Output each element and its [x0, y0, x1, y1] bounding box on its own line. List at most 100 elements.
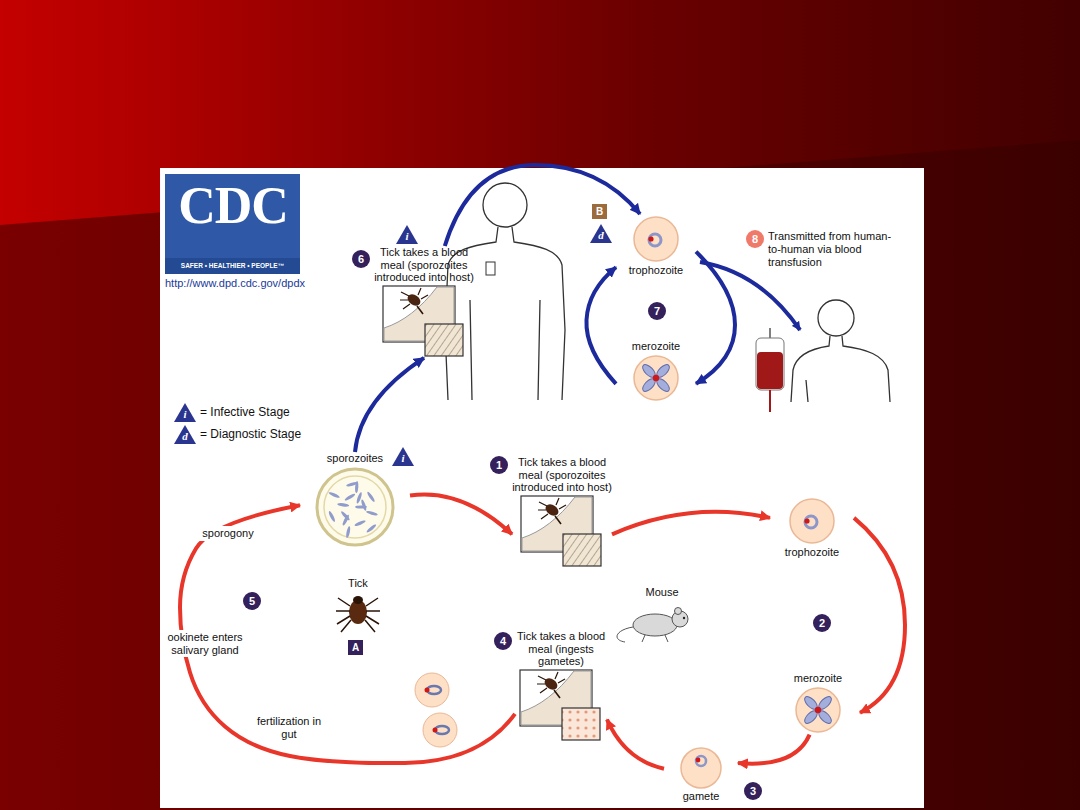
cycle-arrow	[607, 720, 664, 769]
host-letter: A	[348, 640, 363, 655]
cycle-arrow	[445, 165, 640, 246]
host-letter: B	[592, 204, 607, 219]
cycle-arrow	[854, 518, 905, 713]
drawing-part	[681, 748, 721, 788]
logo-tagline: SAFER • HEALTHIER • PEOPLE™	[165, 262, 300, 269]
drawing-part	[538, 498, 566, 519]
callout-number: 1	[490, 456, 508, 474]
drawing-part	[345, 526, 351, 538]
stage-marker: d	[590, 224, 612, 243]
cycle-arrow	[586, 267, 616, 384]
cycle-arrow	[612, 512, 770, 535]
callout-number: 3	[744, 782, 762, 800]
drawing-part	[425, 688, 430, 693]
drawing-part	[617, 608, 688, 643]
drawing-part	[554, 690, 560, 698]
life-stage-node: Tick takes a blood meal (ingests gametes…	[515, 630, 607, 742]
host-name: Mouse	[640, 586, 684, 599]
drawing-part	[805, 516, 817, 528]
stage-picture	[518, 668, 604, 742]
stage-picture	[787, 496, 837, 546]
drawing-part	[633, 614, 677, 636]
drawing-part	[400, 288, 428, 309]
stage-label: Tick takes a blood meal (ingests gametes…	[515, 630, 607, 668]
drawing-part	[415, 673, 449, 707]
drawing-part	[336, 596, 380, 632]
stage-label: sporozoites	[327, 452, 383, 465]
drawing-part	[617, 627, 633, 642]
drawing-part	[769, 390, 771, 412]
cycle-arrow	[696, 252, 735, 384]
drawing-part	[417, 306, 423, 314]
drawing-part	[555, 516, 561, 524]
drawing-part	[649, 234, 661, 246]
drawing-part	[696, 758, 701, 763]
drawing-part	[815, 706, 821, 712]
drawing-part	[757, 352, 783, 389]
drawing-part	[696, 756, 706, 766]
drawing-part	[317, 469, 393, 545]
stage-picture	[519, 494, 605, 568]
callout-number: 6	[352, 250, 370, 268]
stage-picture	[793, 685, 843, 735]
life-stage-node: sporozoites	[300, 452, 410, 549]
drawing-part	[634, 217, 678, 261]
callout-number: 8	[746, 230, 764, 248]
drawing-part	[756, 338, 784, 390]
legend-text: = Diagnostic Stage	[200, 427, 301, 441]
drawing-part	[537, 672, 565, 693]
drawing-part	[631, 353, 681, 403]
legend-marker: i	[174, 403, 196, 422]
drawing-part	[793, 685, 843, 735]
drawing-part	[344, 492, 356, 501]
stage-label: trophozoite	[785, 546, 839, 559]
drawing-part	[675, 608, 682, 615]
drawing-part	[423, 713, 457, 747]
host-name: Tick	[340, 577, 376, 590]
stage-label: Tick takes a blood meal (sporozoites int…	[372, 246, 476, 284]
drawing-part	[562, 708, 600, 740]
drawing-part	[518, 668, 604, 742]
drawing-part	[804, 518, 809, 523]
callout-number: 7	[648, 302, 666, 320]
drawing-part	[769, 328, 771, 338]
callout-number: 2	[813, 614, 831, 632]
drawing-part	[324, 476, 386, 538]
stage-label: merozoite	[632, 340, 680, 353]
cycle-arrow	[355, 358, 424, 452]
drawing-part	[683, 617, 685, 619]
drawing-part	[353, 596, 363, 604]
drawing-part	[796, 688, 840, 732]
drawing-part	[642, 635, 668, 642]
callout-number: 5	[243, 592, 261, 610]
life-stage-node: merozoite	[616, 340, 696, 403]
url-text: http://www.dpd.cdc.gov/dpdx	[165, 277, 305, 289]
drawing-part	[793, 685, 843, 735]
drawing-part	[679, 746, 723, 790]
drawing-part	[360, 499, 367, 511]
drawing-part	[790, 499, 834, 543]
drawing-part	[415, 673, 457, 747]
cycle-arrow	[410, 494, 512, 534]
life-stage-node: Tick takes a blood meal (sporozoites int…	[372, 246, 476, 358]
logo-text: CDC	[168, 180, 298, 232]
legend-text: = Infective Stage	[200, 405, 290, 419]
drawing-part	[631, 214, 681, 264]
stage-label: trophozoite	[629, 264, 683, 277]
note-text: Transmitted from human-to-human via bloo…	[768, 230, 898, 270]
stage-picture	[631, 214, 681, 264]
drawing-part	[791, 336, 890, 402]
drawing-part	[634, 356, 678, 400]
life-stage-node: Tick takes a blood meal (sporozoites int…	[512, 456, 612, 568]
drawing-part	[337, 502, 349, 507]
life-stage-node: trophozoite	[616, 214, 696, 277]
drawing-part	[425, 324, 463, 356]
drawing-part	[445, 183, 890, 402]
drawing-part	[818, 300, 854, 336]
drawing-part	[165, 258, 300, 274]
life-stage-node: merozoite	[776, 672, 860, 735]
drawing-part	[174, 404, 175, 424]
